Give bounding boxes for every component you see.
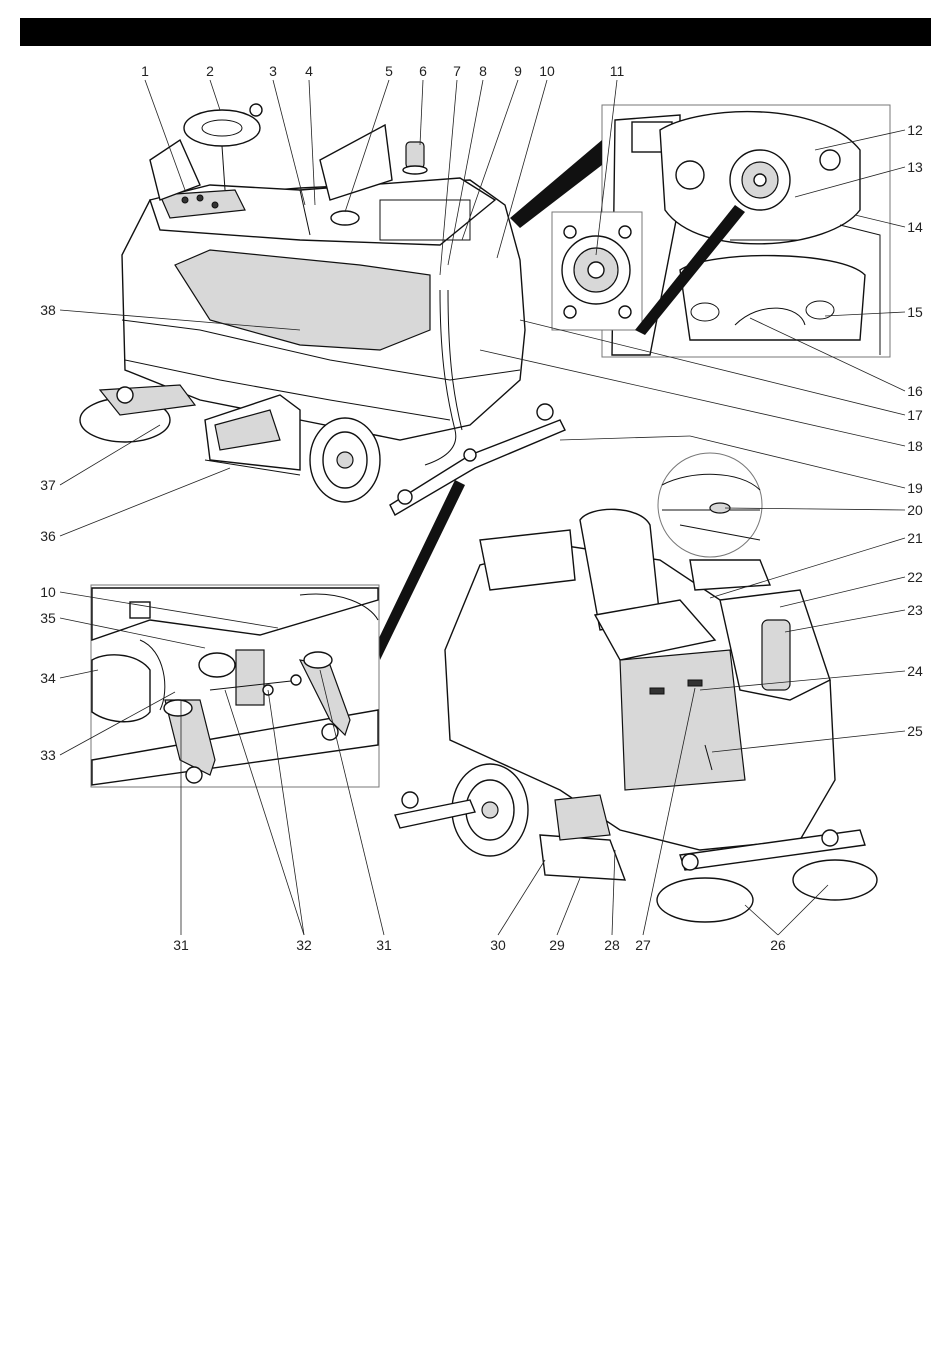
callout-label: 28 <box>604 937 620 953</box>
callout-label: 37 <box>40 477 56 493</box>
callout-label: 6 <box>419 63 427 79</box>
callout-label: 38 <box>40 302 56 318</box>
scrubber-front-view <box>80 104 565 515</box>
callout-label: 11 <box>610 63 625 79</box>
callout-label: 33 <box>40 747 56 763</box>
callout-label: 34 <box>40 670 56 686</box>
callout-label: 19 <box>907 480 923 496</box>
callout-label: 14 <box>907 219 923 235</box>
callout-label: 20 <box>907 502 923 518</box>
callout-label: 29 <box>549 937 565 953</box>
callout-label: 16 <box>907 383 923 399</box>
callout-label: 30 <box>490 937 506 953</box>
callout-label: 36 <box>40 528 56 544</box>
callout-label: 12 <box>907 122 923 138</box>
callout-label: 8 <box>479 63 487 79</box>
callout-label: 25 <box>907 723 923 739</box>
callout-label: 31 <box>376 937 392 953</box>
callout-label: 35 <box>40 610 56 626</box>
callout-label: 3 <box>269 63 277 79</box>
callout-label: 26 <box>770 937 786 953</box>
callout-label: 23 <box>907 602 923 618</box>
callout-label: 9 <box>514 63 522 79</box>
callout-label: 5 <box>385 63 393 79</box>
callout-label: 10 <box>40 584 56 600</box>
callout-label: 1 <box>141 63 149 79</box>
callout-label: 18 <box>907 438 923 454</box>
callout-label: 31 <box>173 937 189 953</box>
callout-label: 7 <box>453 63 461 79</box>
callout-label: 10 <box>539 63 555 79</box>
inset-valve-detail <box>552 212 642 330</box>
inset-magnifier <box>658 453 762 557</box>
callout-label: 27 <box>635 937 651 953</box>
callout-label: 2 <box>206 63 214 79</box>
callout-label: 15 <box>907 304 923 320</box>
callout-label: 13 <box>907 159 923 175</box>
scrubber-rear-view <box>395 509 877 922</box>
callout-label: 24 <box>907 663 923 679</box>
callout-label: 4 <box>305 63 313 79</box>
inset-squeegee-detail <box>91 585 379 787</box>
callout-label: 22 <box>907 569 923 585</box>
callout-label: 32 <box>296 937 312 953</box>
callout-label: 21 <box>907 530 923 546</box>
callout-label: 17 <box>907 407 923 423</box>
